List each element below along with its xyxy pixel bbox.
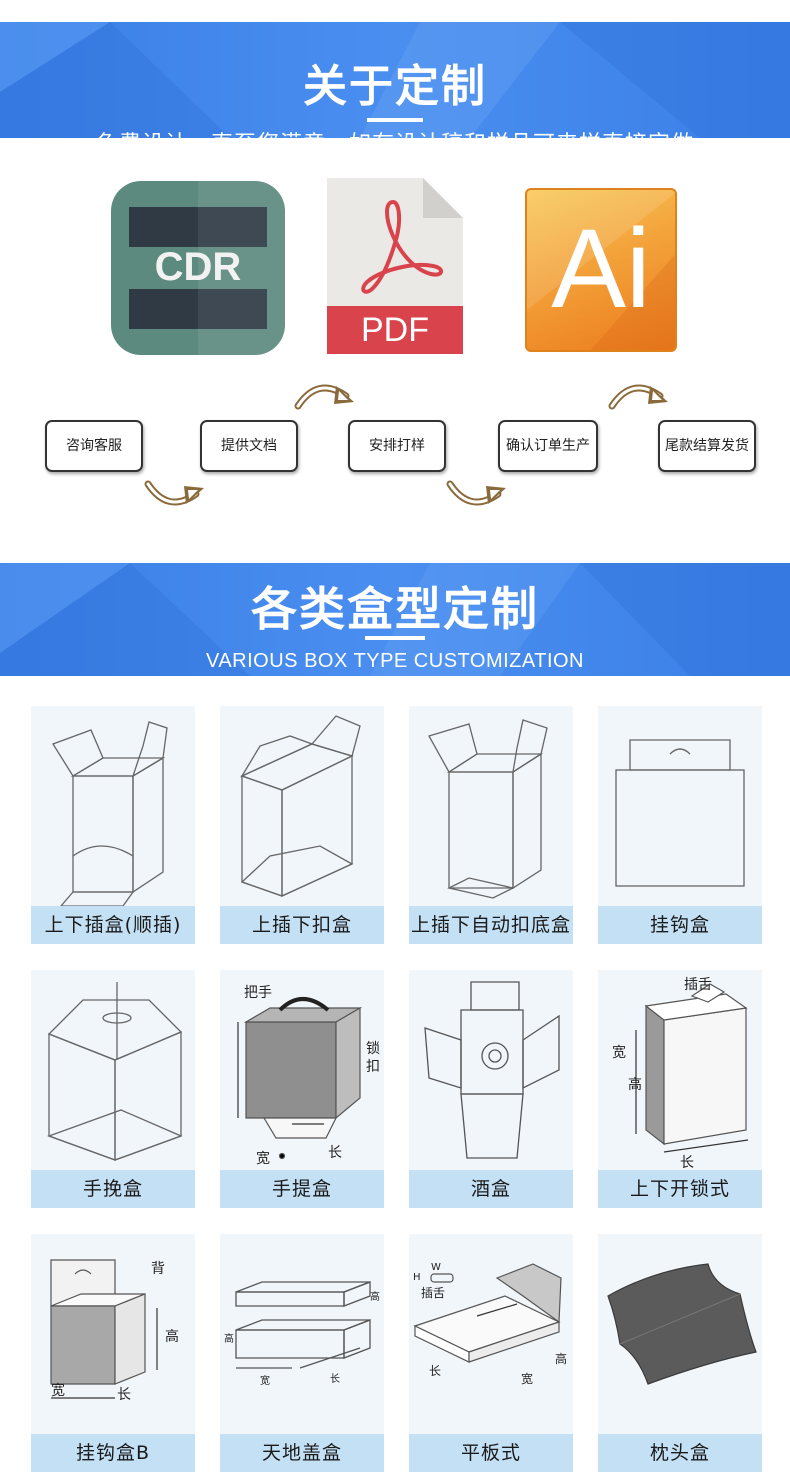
step-final-payment: 尾款结算发货 <box>658 420 756 472</box>
label-height: 高 <box>165 1329 179 1345</box>
about-title: 关于定制 <box>303 61 487 112</box>
box-carry-diagram <box>47 982 183 1161</box>
box-label: 上下插盒(顺插) <box>31 906 195 944</box>
curved-arrow-icon <box>608 384 668 410</box>
ai-logo-icon: Ai <box>525 188 677 352</box>
box-card-tuck-lock: 上插下扣盒 <box>220 706 384 944</box>
cdr-logo-text: CDR <box>154 245 242 289</box>
box-types-banner: 各类盒型定制 VARIOUS BOX TYPE CUSTOMIZATION <box>0 563 790 676</box>
box-card-pillow: 枕头盒 <box>598 1234 762 1472</box>
label-height: 高 <box>628 1077 642 1093</box>
box-hanger-b-diagram <box>50 1259 158 1399</box>
step-consult: 咨询客服 <box>45 420 143 472</box>
label-length: 长 <box>429 1364 442 1378</box>
label-height: 高 <box>370 1292 380 1303</box>
label-length: 长 <box>328 1145 342 1161</box>
label-lock: 锁扣 <box>366 1041 380 1075</box>
label-width: 宽 <box>612 1045 626 1061</box>
box-label: 酒盒 <box>409 1170 573 1208</box>
box-auto-bottom-diagram <box>428 719 548 899</box>
label-height: 高 <box>555 1352 568 1366</box>
box-card-flat: W H 插舌 长 宽 高 平板式 <box>409 1234 573 1472</box>
curved-arrow-icon <box>144 480 204 506</box>
label-h: H <box>413 1272 421 1283</box>
step-proofing: 安排打样 <box>348 420 446 472</box>
pdf-logo-text: PDF <box>361 311 429 349</box>
box-card-carry-handle: 手挽盒 <box>31 970 195 1208</box>
box-hanger-diagram <box>615 739 745 887</box>
box-types-title: 各类盒型定制 <box>251 582 539 636</box>
box-types-subtitle: VARIOUS BOX TYPE CUSTOMIZATION <box>205 650 585 672</box>
cdr-logo-icon: CDR <box>111 181 285 355</box>
box-label: 上插下自动扣底盒 <box>409 906 573 944</box>
box-flat-diagram <box>413 1263 562 1363</box>
label-tongue: 插舌 <box>684 977 712 993</box>
box-label: 上插下扣盒 <box>220 906 384 944</box>
step-confirm-order: 确认订单生产 <box>498 420 598 472</box>
curved-arrow-icon <box>294 384 354 410</box>
box-label: 手挽盒 <box>31 1170 195 1208</box>
label-tongue: 插舌 <box>421 1286 446 1300</box>
box-handle-diagram <box>237 997 363 1160</box>
label-w: W <box>431 1262 441 1273</box>
label-length: 长 <box>330 1374 340 1385</box>
label-width: 宽 <box>256 1151 270 1167</box>
about-subtitle: 免费设计，直至您满意，如有设计稿和样品可来样直接定做 <box>0 126 790 138</box>
label-height: 高 <box>224 1334 234 1345</box>
box-label: 手提盒 <box>220 1170 384 1208</box>
box-card-lid-base: 高 高 宽 长 天地盖盒 <box>220 1234 384 1472</box>
box-label: 挂钩盒 <box>598 906 762 944</box>
box-card-handle: 把手 锁扣 宽 长 手提盒 <box>220 970 384 1208</box>
box-lock-diagram <box>635 983 749 1153</box>
banner-facets <box>0 22 790 138</box>
box-label: 枕头盒 <box>598 1434 762 1472</box>
label-width: 宽 <box>521 1372 534 1386</box>
box-label: 挂钩盒B <box>31 1434 195 1472</box>
banner-facets <box>0 563 790 676</box>
box-label: 天地盖盒 <box>220 1434 384 1472</box>
box-card-auto-bottom: 上插下自动扣底盒 <box>409 706 573 944</box>
box-card-lock-top-bottom: 插舌 宽 高 长 上下开锁式 <box>598 970 762 1208</box>
box-label: 上下开锁式 <box>598 1170 762 1208</box>
label-back: 背 <box>151 1261 165 1277</box>
box-wine-diagram <box>424 981 560 1159</box>
box-label: 平板式 <box>409 1434 573 1472</box>
box-tuck-lock-diagram <box>240 715 361 898</box>
label-width: 宽 <box>51 1383 65 1399</box>
box-card-hanger: 挂钩盒 <box>598 706 762 944</box>
box-pillow-diagram <box>607 1263 757 1385</box>
box-card-wine: 酒盒 <box>409 970 573 1208</box>
box-card-tuck-top-bottom: 上下插盒(顺插) <box>31 706 195 944</box>
ai-logo-text: Ai <box>551 206 651 331</box>
box-card-hanger-b: 背 高 宽 长 挂钩盒B <box>31 1234 195 1472</box>
box-tuck-diagram <box>52 721 168 906</box>
step-provide-docs: 提供文档 <box>200 420 298 472</box>
curved-arrow-icon <box>446 480 506 506</box>
label-length: 长 <box>680 1155 694 1171</box>
label-width: 宽 <box>260 1376 270 1387</box>
title-underline <box>365 636 425 640</box>
label-length: 长 <box>117 1387 131 1403</box>
about-banner: 关于定制 免费设计，直至您满意，如有设计稿和样品可来样直接定做 <box>0 22 790 138</box>
pdf-logo-icon: PDF <box>327 178 463 354</box>
title-underline <box>367 118 423 122</box>
label-handle: 把手 <box>244 985 272 1001</box>
box-lid-base-diagram <box>235 1281 371 1369</box>
